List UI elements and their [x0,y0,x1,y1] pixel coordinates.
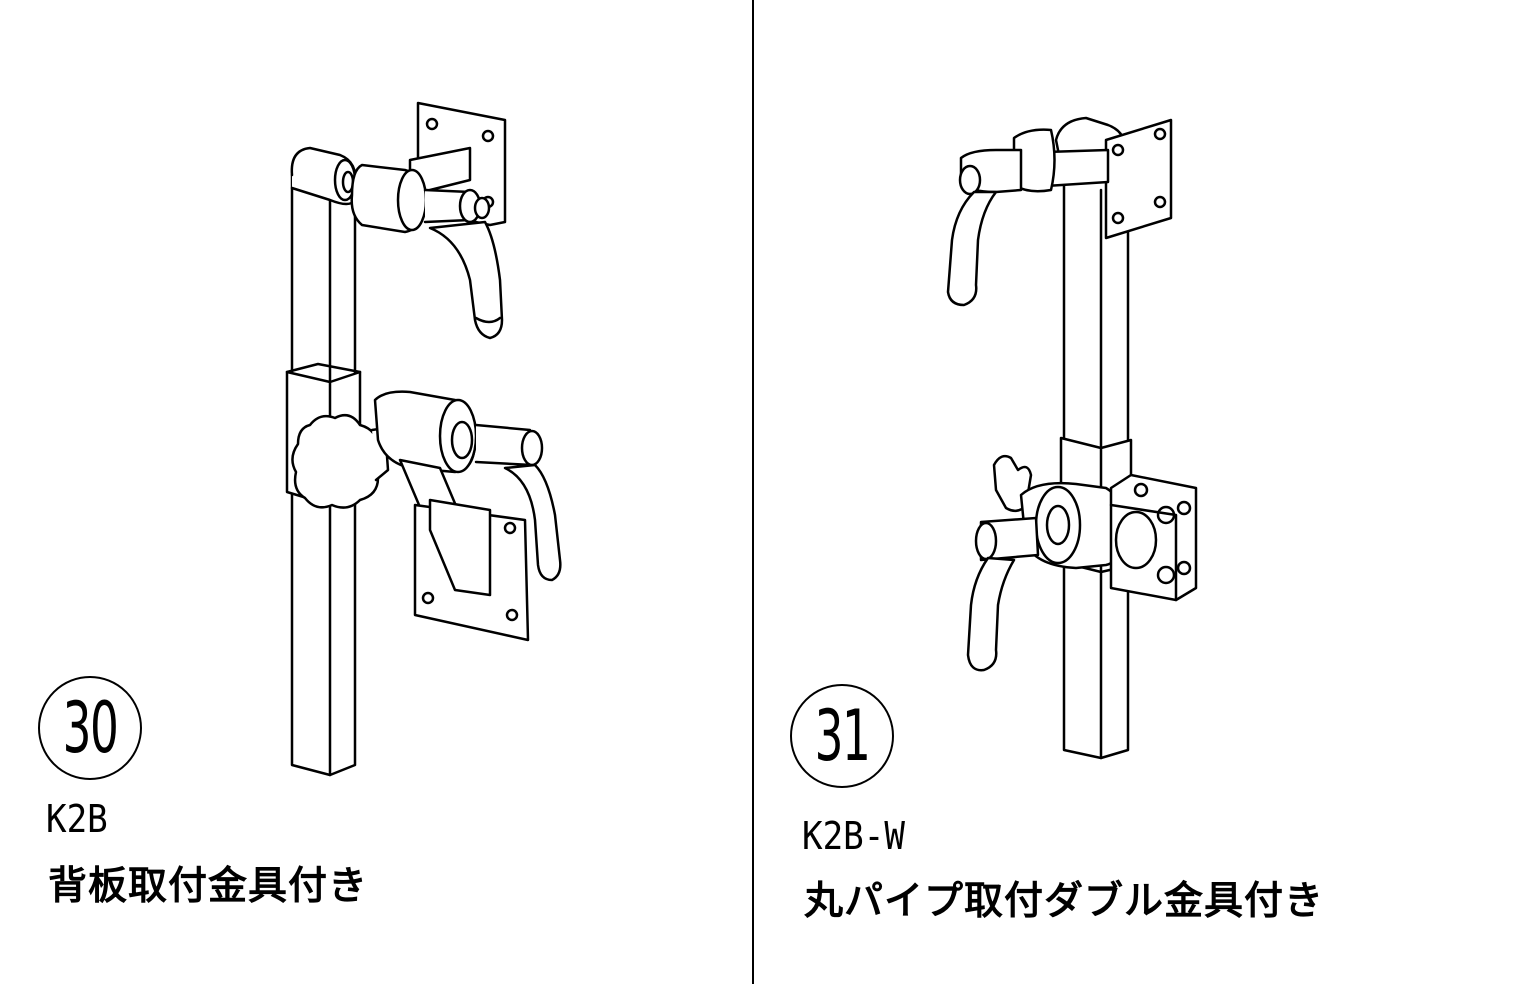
top-lever [428,220,504,340]
item-number-badge: 31 [790,684,894,788]
product-description: 丸パイプ取付ダブル金具付き [804,879,1325,924]
pole-top-cap [290,146,357,206]
lower-clamp [974,481,1128,570]
pipe-clamp [1109,473,1198,602]
k2b-product-drawing [285,101,562,777]
star-knob [291,413,390,509]
top-clamp [350,163,491,234]
lower-clamp [373,390,544,474]
top-clamp [958,128,1056,196]
top-lever [946,190,998,307]
model-code: K2B [46,797,108,841]
item-number: 31 [814,695,871,777]
lower-lever [503,463,562,582]
back-plate-top [1044,118,1173,240]
item-number-badge: 30 [38,676,142,780]
lower-back-plate [398,458,530,642]
model-code: K2B-W [802,814,905,858]
panel-divider [752,0,754,984]
lower-lever [966,556,1016,672]
product-panel-30: 30 K2B 背板取付金具付き [0,0,750,984]
product-description: 背板取付金具付き [48,864,369,909]
k2b-w-product-drawing [946,116,1198,760]
product-panel-31: 31 K2B-W 丸パイプ取付ダブル金具付き [756,0,1506,984]
item-number: 30 [62,687,119,769]
